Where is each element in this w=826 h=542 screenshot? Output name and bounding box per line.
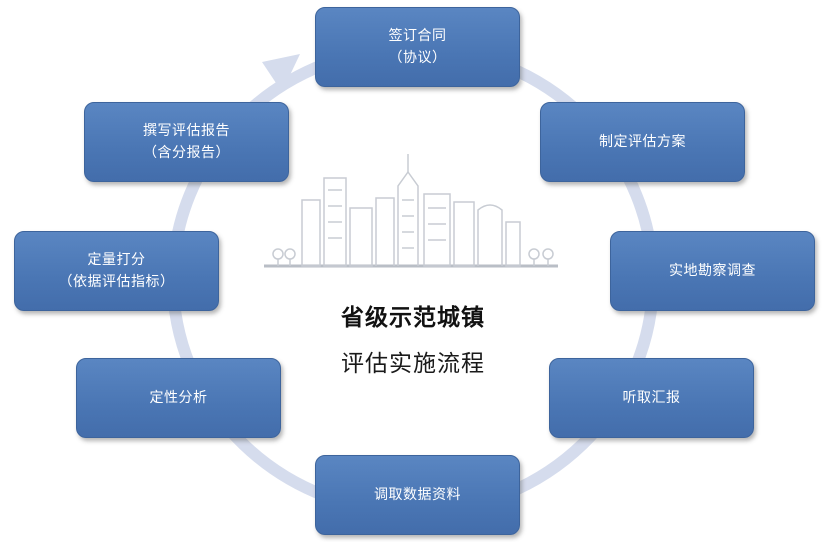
step-collect-data: 调取数据资料	[315, 455, 520, 535]
step-label: 听取汇报	[622, 390, 681, 406]
step-write-report: 撰写评估报告 （含分报告）	[84, 102, 289, 182]
step-label: 调取数据资料	[374, 487, 461, 503]
city-skyline-icon	[264, 154, 558, 268]
step-sublabel: （协议）	[388, 50, 447, 66]
step-quantitative-scoring: 定量打分 （依据评估指标）	[14, 231, 219, 311]
flow-arrow-head	[262, 54, 300, 92]
step-label: 实地勘察调查	[669, 263, 756, 279]
step-formulate-plan: 制定评估方案	[540, 102, 745, 182]
step-label: 定性分析	[149, 390, 208, 406]
step-label: 定量打分	[87, 252, 146, 268]
step-site-survey: 实地勘察调查	[610, 231, 815, 311]
step-sign-contract: 签订合同 （协议）	[315, 7, 520, 87]
step-label: 制定评估方案	[599, 134, 686, 150]
step-hear-report: 听取汇报	[549, 358, 754, 438]
step-sublabel: （依据评估指标）	[58, 274, 175, 290]
diagram-title-line-1: 省级示范城镇	[341, 305, 485, 331]
step-sublabel: （含分报告）	[143, 145, 230, 161]
step-qualitative-analysis: 定性分析	[76, 358, 281, 438]
diagram-title-line-2: 评估实施流程	[341, 351, 485, 377]
step-label: 撰写评估报告	[143, 123, 230, 139]
step-label: 签订合同	[388, 28, 447, 44]
